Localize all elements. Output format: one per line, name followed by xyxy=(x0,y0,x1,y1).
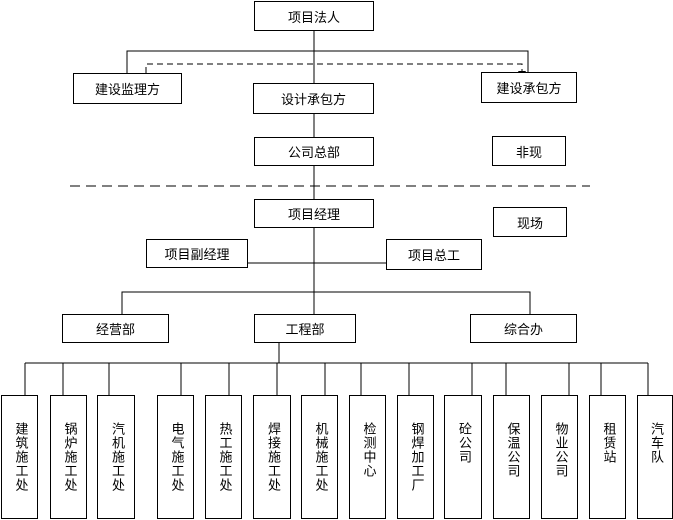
connector-supervision-dashed xyxy=(145,63,523,73)
unit-box: 机械施工处 xyxy=(301,395,338,519)
contractor-box: 建设承包方 xyxy=(481,72,577,103)
project-manager-box: 项目经理 xyxy=(254,199,374,228)
unit-label: 汽车队 xyxy=(648,422,663,464)
connector-departments xyxy=(121,291,531,314)
connector-owner-branches xyxy=(126,50,529,77)
unit-label: 建筑施工处 xyxy=(12,422,28,492)
supervisor-box: 建设监理方 xyxy=(73,73,182,104)
unit-label: 汽机施工处 xyxy=(109,422,124,492)
unit-label: 热工施工处 xyxy=(216,422,232,492)
unit-box: 租赁站 xyxy=(589,395,626,519)
unit-box: 砼公司 xyxy=(444,395,482,519)
onsite-label-box: 现场 xyxy=(493,207,567,237)
unit-box: 物业公司 xyxy=(541,395,578,519)
headquarters-box: 公司总部 xyxy=(254,137,374,166)
unit-label: 电气施工处 xyxy=(168,422,184,492)
unit-label: 物业公司 xyxy=(552,422,568,478)
designer-box: 设计承包方 xyxy=(253,83,374,114)
unit-label: 租赁站 xyxy=(600,422,616,464)
unit-label: 钢焊加工厂 xyxy=(408,422,424,492)
unit-box: 钢焊加工厂 xyxy=(397,395,434,519)
offsite-label-box: 非现 xyxy=(492,136,566,166)
general-office-box: 综合办 xyxy=(470,314,577,343)
unit-box: 汽机施工处 xyxy=(97,395,135,519)
business-dept-box: 经营部 xyxy=(62,314,169,343)
unit-label: 焊接施工处 xyxy=(265,422,280,492)
unit-label: 砼公司 xyxy=(456,422,471,464)
chief-engineer-box: 项目总工 xyxy=(386,239,482,270)
unit-box: 电气施工处 xyxy=(157,395,194,519)
unit-box: 保温公司 xyxy=(493,395,530,519)
unit-box: 汽车队 xyxy=(637,395,673,519)
unit-box: 检测中心 xyxy=(349,395,386,519)
unit-box: 建筑施工处 xyxy=(1,395,38,519)
owner-box: 项目法人 xyxy=(254,1,374,31)
unit-label: 锅炉施工处 xyxy=(61,422,77,492)
unit-label: 机械施工处 xyxy=(312,422,328,492)
deputy-manager-box: 项目副经理 xyxy=(146,239,248,268)
engineering-dept-box: 工程部 xyxy=(254,314,356,343)
unit-label: 检测中心 xyxy=(360,422,376,478)
unit-box: 热工施工处 xyxy=(205,395,242,519)
unit-box: 锅炉施工处 xyxy=(50,395,87,519)
unit-label: 保温公司 xyxy=(504,422,520,478)
unit-box: 焊接施工处 xyxy=(253,395,291,519)
